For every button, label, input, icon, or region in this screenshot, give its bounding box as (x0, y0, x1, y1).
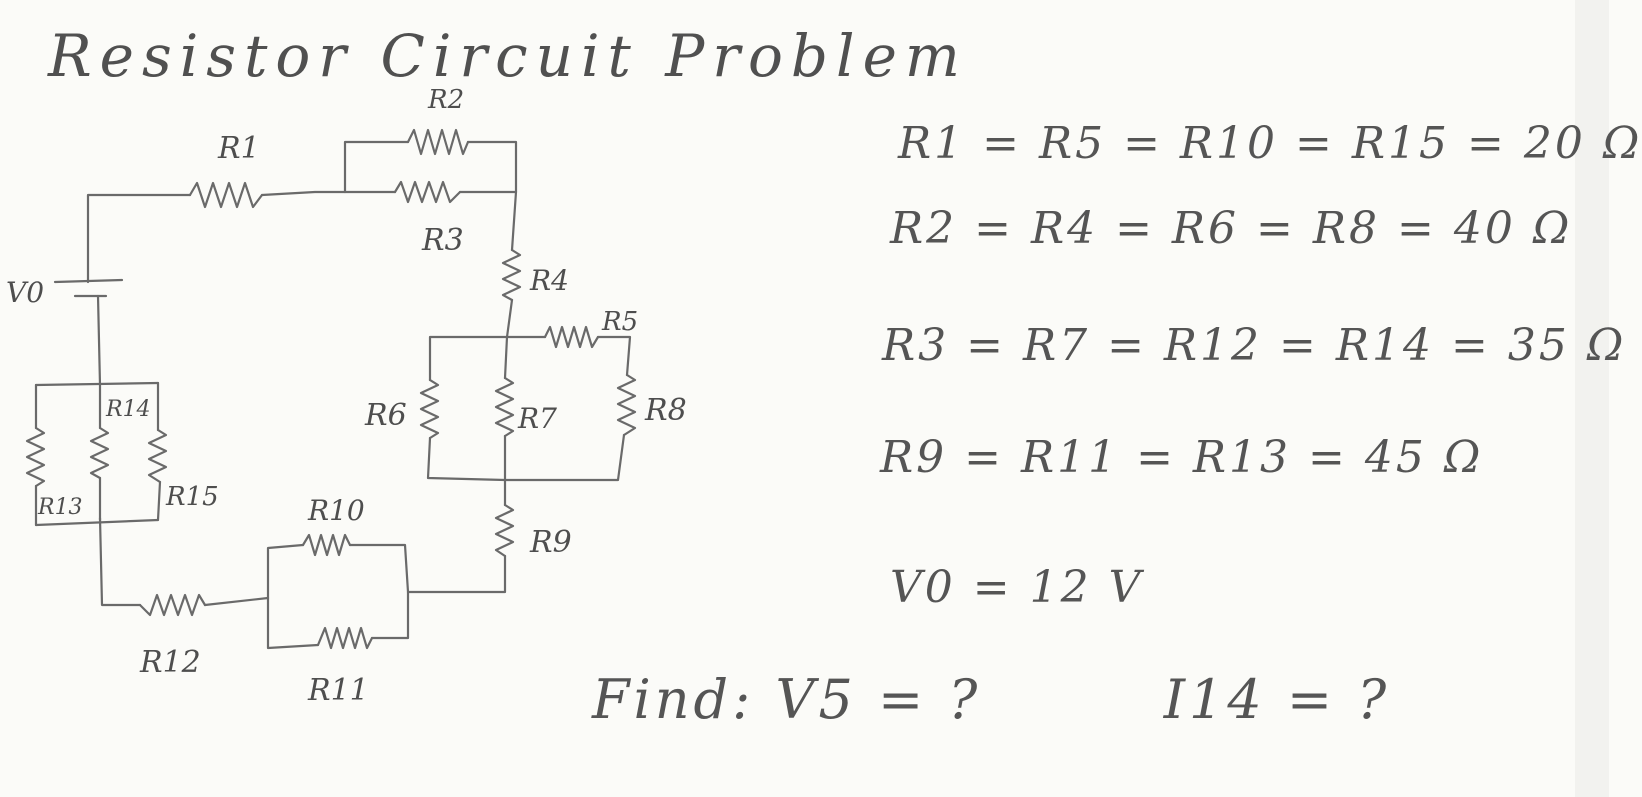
resistor-r10 (301, 533, 352, 557)
resistor-r1 (188, 181, 264, 209)
wire-r10-left (266, 543, 305, 600)
resistor-r7 (494, 376, 515, 438)
resistor-r13 (25, 426, 46, 488)
resistor-r6 (419, 378, 440, 440)
circuit-diagram: R1 R2 R3 R4 R5 R6 R7 R8 R9 R10 R11 R12 R… (6, 85, 687, 708)
equation-45-ohm: R9 = R11 = R13 = 45 Ω (880, 432, 1484, 483)
find-v5: V5 = ? (775, 668, 982, 731)
label-r14: R14 (105, 397, 151, 422)
resistor-r5 (543, 325, 600, 349)
wire-box-left-bottom (426, 436, 507, 482)
label-r8: R8 (644, 393, 687, 428)
wire-r9-bottom (406, 554, 507, 594)
equation-35-ohm: R3 = R7 = R12 = R14 = 35 Ω (882, 320, 1627, 371)
resistor-r11 (316, 626, 374, 650)
wire-battery-bottom (96, 294, 102, 387)
paper-edge (1575, 0, 1609, 797)
battery-plate-long (53, 278, 124, 284)
wire-left-box-bottom (34, 518, 160, 527)
wire-r5-right (596, 335, 632, 377)
label-r7: R7 (517, 402, 557, 435)
find-label: Find: (592, 668, 755, 731)
wire-r11-right (370, 590, 410, 640)
wire-box-right-bottom (503, 433, 626, 482)
label-r15: R15 (165, 482, 219, 512)
equation-voltage: V0 = 12 V (890, 562, 1144, 613)
wire-r2-branch (343, 140, 410, 194)
label-v0: V0 (6, 276, 44, 309)
label-r10: R10 (307, 494, 365, 527)
wire-r1-to-parallel (260, 190, 347, 197)
wire-left-box-top (34, 381, 160, 387)
label-r2: R2 (427, 85, 464, 115)
wire-r15-bottom (156, 480, 162, 522)
label-r3: R3 (421, 223, 464, 258)
wire-r7-top (503, 335, 509, 380)
wire-top-left (86, 193, 192, 198)
wire-r4-down (505, 298, 514, 339)
label-r1: R1 (217, 131, 260, 166)
label-r6: R6 (364, 398, 407, 433)
wire-r10-right (348, 543, 410, 594)
label-r12: R12 (139, 645, 201, 680)
resistor-r15 (147, 428, 168, 484)
find-statement: Find: V5 = ? I14 = ? (592, 668, 1390, 731)
resistor-r12 (138, 593, 207, 617)
wire-r2-right (466, 140, 518, 194)
resistor-r4 (501, 248, 522, 302)
resistor-r9 (494, 503, 515, 558)
wire-r11-left (266, 596, 320, 650)
equation-40-ohm: R2 = R4 = R6 = R8 = 40 Ω (890, 203, 1573, 254)
resistor-r8 (616, 373, 637, 437)
find-i14: I14 = ? (1163, 668, 1391, 731)
label-r5: R5 (601, 307, 638, 337)
label-r9: R9 (529, 525, 572, 560)
label-r11: R11 (307, 673, 369, 708)
resistor-r14 (89, 426, 110, 480)
label-r13: R13 (37, 495, 83, 520)
label-r4: R4 (529, 264, 569, 297)
equation-20-ohm: R1 = R5 = R10 = R15 = 20 Ω (898, 118, 1642, 169)
resistor-r3 (393, 180, 462, 204)
wire-r12-right (203, 596, 270, 607)
resistor-r2 (406, 128, 470, 156)
page-title: Resistor Circuit Problem (48, 22, 968, 90)
wire-box-left-top (428, 335, 509, 382)
wire-r3-right (458, 190, 518, 252)
wire-r12-left (98, 516, 142, 607)
